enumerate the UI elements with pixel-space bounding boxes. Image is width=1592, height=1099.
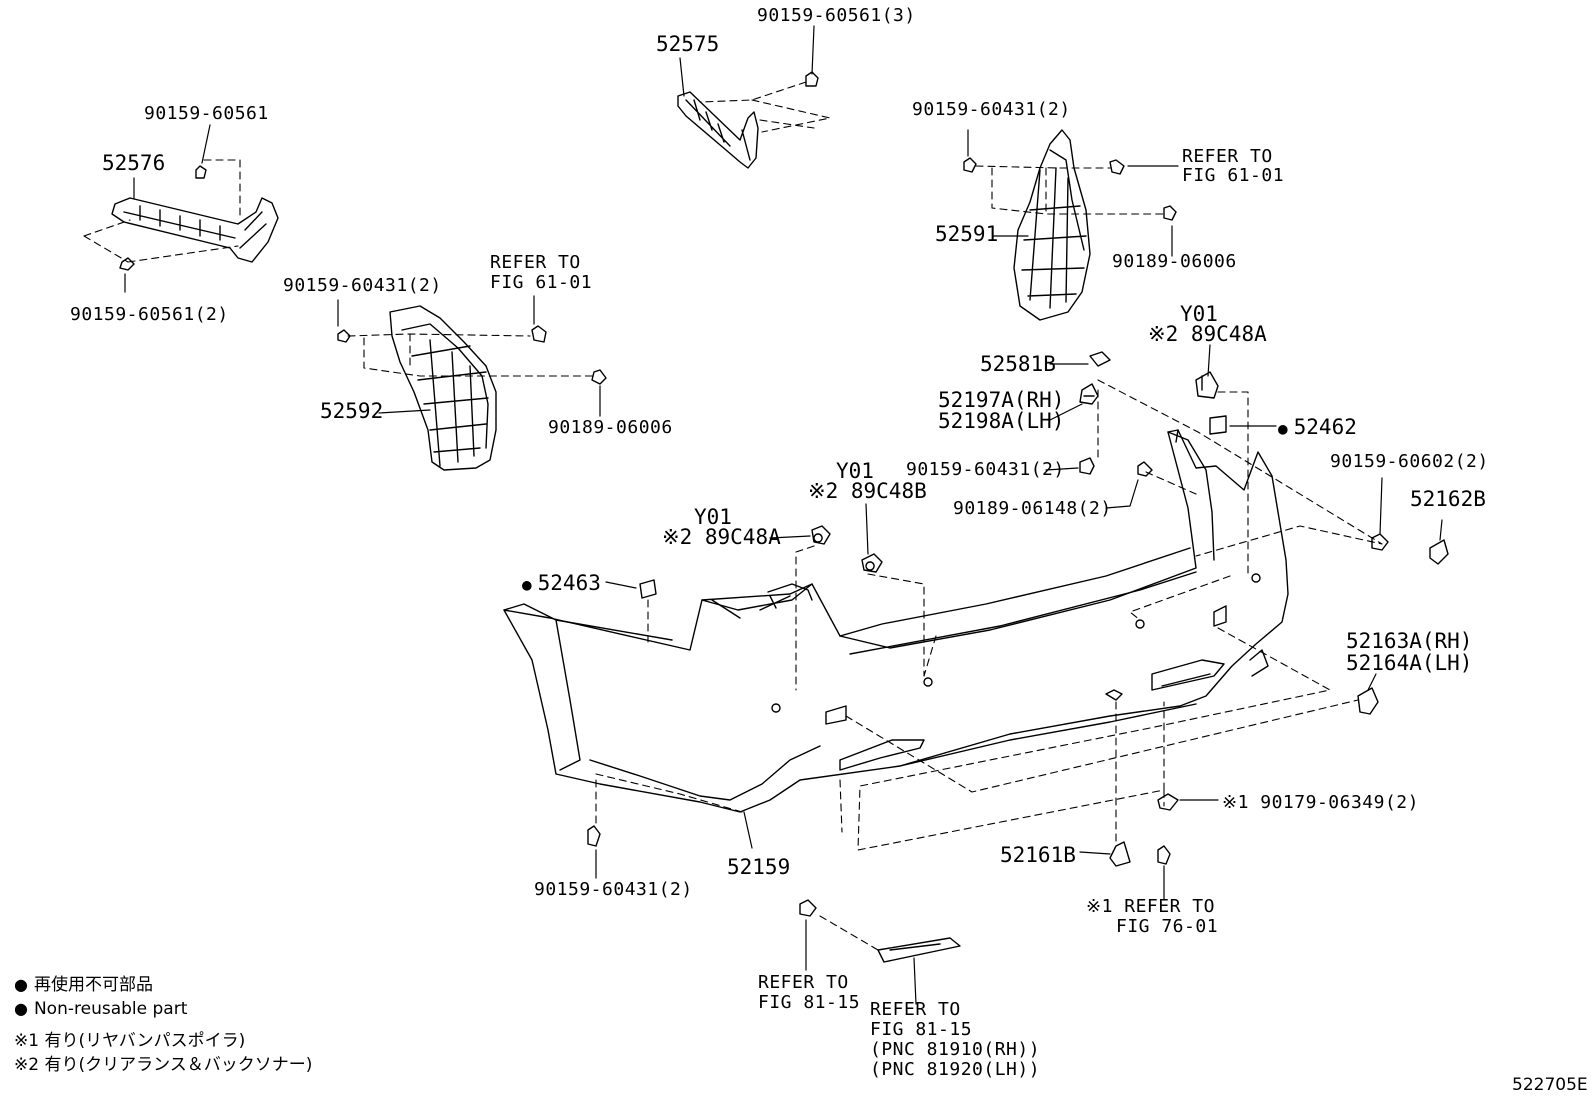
- part-label-52575: 52575: [656, 32, 720, 56]
- part-label-90159-60431-center: 90159-60431(2): [906, 459, 1065, 480]
- refer-fig-81-15-right-line2: FIG 81-15: [870, 1019, 973, 1040]
- legend-nonreusable-en: ●Non-reusable part: [14, 999, 188, 1019]
- refer-fig-81-15-left-line1: REFER TO: [758, 972, 849, 993]
- legend-note-1: ※1 有り(リヤバンパスポイラ): [14, 1031, 246, 1051]
- legend-note-2: ※2 有り(クリアランス＆バックソナー): [14, 1055, 313, 1075]
- non-reusable-bullet-icon: ●: [14, 975, 28, 994]
- refer-fig-81-15-right-line1: REFER TO: [870, 999, 961, 1020]
- part-label-90159-60561-2: 90159-60561(2): [70, 304, 229, 325]
- part-label-52163a-rh: 52163A(RH): [1346, 629, 1473, 653]
- part-label-52463: ●52463: [522, 571, 601, 595]
- part-label-89c48a-top: ※2 89C48A: [1148, 322, 1267, 346]
- part-label-90189-06006-left: 90189-06006: [548, 417, 673, 438]
- non-reusable-bullet-icon: ●: [14, 999, 28, 1018]
- refer-pnc-81920-lh: (PNC 81920(LH)): [870, 1059, 1041, 1080]
- part-label-52462: ●52462: [1278, 415, 1357, 439]
- part-label-52592: 52592: [320, 399, 384, 423]
- bracket-52576-drawing: [111, 165, 279, 271]
- part-label-90159-60561: 90159-60561: [144, 103, 269, 124]
- non-reusable-bullet-icon: ●: [522, 575, 532, 594]
- part-label-90179-06349: ※1 90179-06349(2): [1222, 792, 1419, 813]
- part-label-52198a-lh: 52198A(LH): [938, 409, 1065, 433]
- refer-fig-61-01-right-line2: FIG 61-01: [1182, 165, 1285, 186]
- part-label-52197a-rh: 52197A(RH): [938, 388, 1065, 412]
- legend-nonreusable-jp: ●再使用不可部品: [14, 975, 153, 995]
- part-label-90159-60431-right: 90159-60431(2): [912, 99, 1071, 120]
- bumper-52159-drawing: [503, 429, 1289, 813]
- part-label-90159-60561-3: 90159-60561(3): [757, 5, 916, 26]
- part-label-90189-06148: 90189-06148(2): [953, 498, 1112, 519]
- part-label-90159-60431-left: 90159-60431(2): [283, 275, 442, 296]
- part-label-90159-60602: 90159-60602(2): [1330, 451, 1489, 472]
- refer-fig-61-01-right-line1: REFER TO: [1182, 146, 1273, 167]
- part-label-52161b: 52161B: [1000, 843, 1076, 867]
- liner-52591-drawing: [1013, 129, 1091, 321]
- liner-52592-drawing: [389, 305, 497, 471]
- variant-label-y01-left: Y01: [694, 505, 732, 529]
- part-label-89c48a-left: ※2 89C48A: [662, 525, 781, 549]
- part-label-52164a-lh: 52164A(LH): [1346, 651, 1473, 675]
- refer-fig-61-01-left-line2: FIG 61-01: [490, 272, 593, 293]
- part-label-52159: 52159: [727, 855, 791, 879]
- variant-label-y01-top: Y01: [1180, 302, 1218, 326]
- refer-fig-81-15-left-line2: FIG 81-15: [758, 992, 861, 1013]
- non-reusable-bullet-icon: ●: [1278, 419, 1288, 438]
- refer-pnc-81910-rh: (PNC 81910(RH)): [870, 1039, 1041, 1060]
- part-label-52591: 52591: [935, 222, 999, 246]
- variant-label-y01-middle: Y01: [836, 459, 874, 483]
- figure-id: 522705E: [1512, 1075, 1588, 1095]
- bracket-52575-drawing: [677, 71, 819, 169]
- refer-fig-61-01-left-line1: REFER TO: [490, 252, 581, 273]
- refer-fig-76-01-line1: ※1 REFER TO: [1086, 896, 1215, 917]
- part-label-52576: 52576: [102, 151, 166, 175]
- part-label-90159-60431-bottom: 90159-60431(2): [534, 879, 693, 900]
- part-label-90189-06006-right: 90189-06006: [1112, 251, 1237, 272]
- part-label-52581b: 52581B: [980, 352, 1056, 376]
- refer-fig-76-01-line2: FIG 76-01: [1116, 916, 1219, 937]
- part-label-52162b: 52162B: [1410, 487, 1486, 511]
- part-label-89c48b: ※2 89C48B: [808, 479, 927, 503]
